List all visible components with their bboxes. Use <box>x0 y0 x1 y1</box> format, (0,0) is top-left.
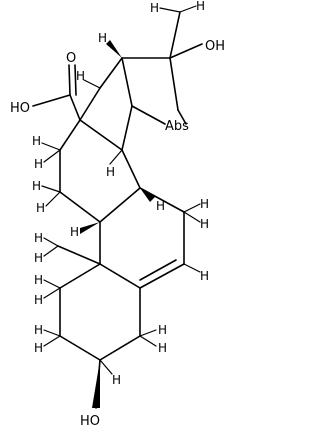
label-ho-bottom: HO <box>80 414 100 429</box>
bond-acid-oh <box>32 94 71 107</box>
structural-formula: HO O OH HO Abs H H H H H H H H H H H H H… <box>10 0 225 429</box>
bond-c3-oh <box>169 43 203 59</box>
bond-qa-ch2 <box>59 119 81 151</box>
wedge-c2-h <box>106 40 122 58</box>
bond-acid-o-dbl <box>68 64 71 96</box>
bond-qa-c6 <box>79 119 123 151</box>
label-acid-oh: HO <box>10 101 30 116</box>
bond-c6-c8 <box>121 149 141 189</box>
label-h: H <box>34 157 43 171</box>
stereo-wedges <box>80 40 156 408</box>
bond-c2-c5 <box>121 57 133 107</box>
label-bridge: Abs <box>165 119 189 134</box>
wedge-c3a-oh <box>92 360 100 408</box>
bond-c10-methyl <box>57 245 101 265</box>
label-h: H <box>76 69 85 83</box>
label-h: H <box>32 179 41 193</box>
bond-c1-c2 <box>99 57 123 89</box>
label-h: H <box>106 165 115 179</box>
bond-c5-bridge <box>131 105 166 125</box>
label-h: H <box>36 201 45 215</box>
label-h: H <box>200 217 209 231</box>
label-h: H <box>98 31 107 45</box>
bond-acid-o-dbl2 <box>74 64 77 96</box>
bond-c2a-c3a <box>59 335 101 361</box>
bond-c5-c6 <box>121 105 133 151</box>
atom-labels: HO O OH HO Abs H H H H H H H H H H H H H… <box>10 0 225 429</box>
bond-c6b-c5b-dbl <box>139 259 177 281</box>
bond-c3-c4 <box>169 57 179 111</box>
wedge-c8-h <box>140 188 156 202</box>
label-h: H <box>34 293 43 307</box>
label-h: H <box>156 199 165 213</box>
label-h: H <box>34 231 43 245</box>
label-h: H <box>34 251 43 265</box>
bond-c6b-c5b <box>139 263 185 289</box>
label-h: H <box>34 341 43 355</box>
bond-skeleton <box>32 11 203 409</box>
bond-c-qa-c1 <box>79 87 101 121</box>
bond-c3-methyl <box>169 11 181 59</box>
wedge-c9-h <box>80 222 100 234</box>
bond-c10-c1a <box>59 263 101 289</box>
label-h: H <box>196 0 205 13</box>
label-h: H <box>70 225 79 239</box>
label-oh-top: OH <box>205 39 225 54</box>
label-h: H <box>158 341 167 355</box>
bond-acid-co <box>69 94 81 121</box>
bond-c8-c9 <box>99 187 141 223</box>
bond-c5b-c10 <box>99 263 141 289</box>
label-h: H <box>158 323 167 337</box>
bond-ch2-c9 <box>59 191 101 223</box>
hydrogen-bonds <box>41 5 201 375</box>
label-h: H <box>150 1 159 15</box>
bond-c3a-c4a <box>99 335 141 361</box>
label-h: H <box>200 197 209 211</box>
bond-c4-bridge <box>177 109 187 125</box>
label-h: H <box>34 273 43 287</box>
label-h: H <box>200 269 209 283</box>
label-h: H <box>32 134 41 148</box>
label-h: H <box>34 323 43 337</box>
label-h: H <box>112 373 121 387</box>
label-acid-o: O <box>66 51 76 66</box>
